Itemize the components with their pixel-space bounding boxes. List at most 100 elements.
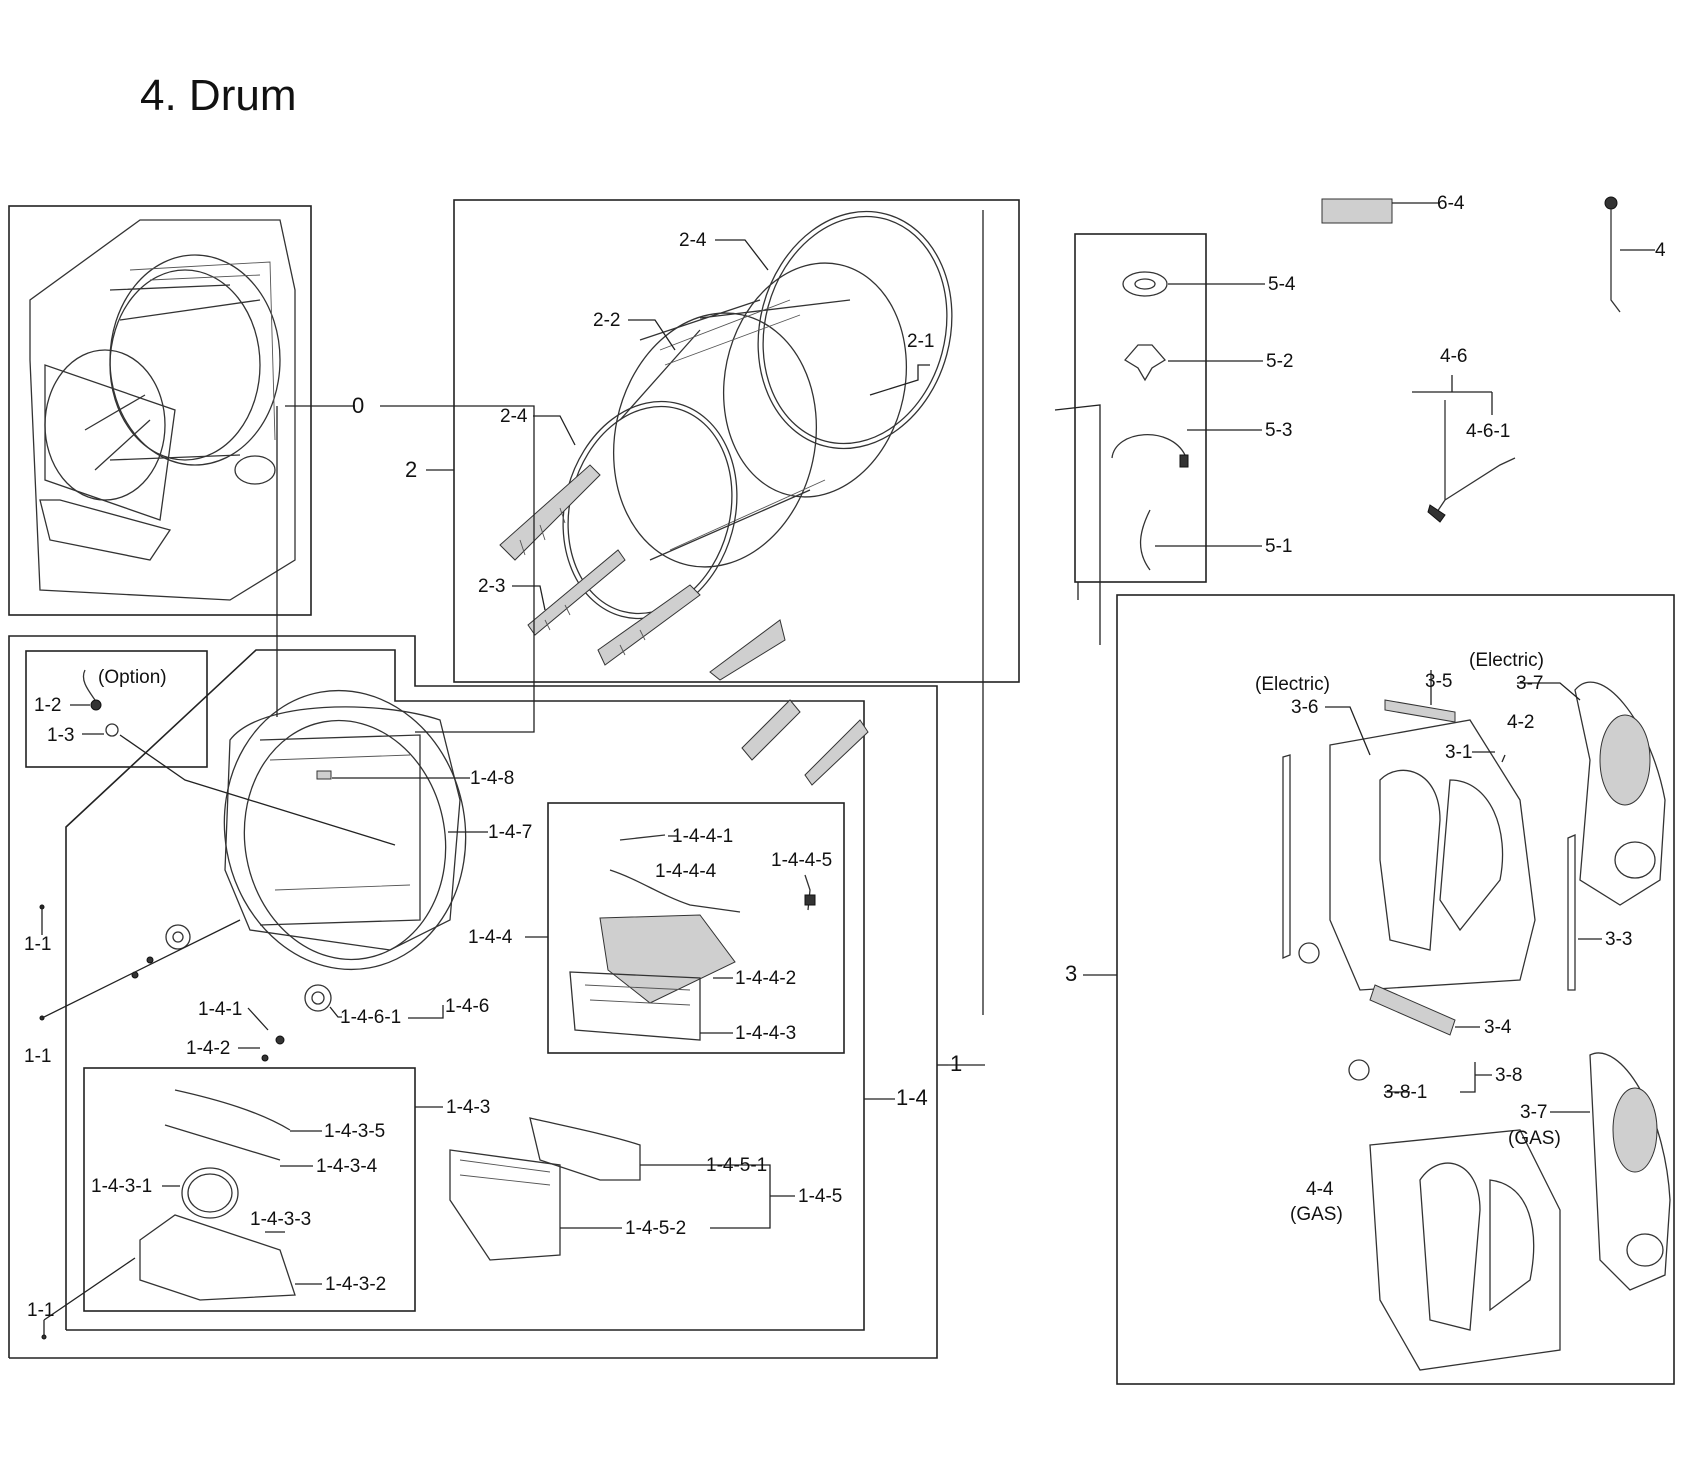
belt-part (1139, 509, 1151, 571)
label-2-4-front: 2-4 (500, 406, 528, 427)
label-1-4-3-2: 1-4-3-2 (325, 1274, 386, 1295)
label-1-1-top: 1-1 (24, 934, 51, 955)
label-1: 1 (950, 1051, 962, 1076)
front-light-part (316, 770, 332, 780)
rear-bulkhead-illustration (1282, 681, 1671, 1371)
option-part (90, 699, 102, 711)
label-1-4-5-2: 1-4-5-2 (625, 1218, 686, 1239)
drum-illustration (499, 210, 953, 681)
drum-group-frame (453, 199, 1020, 683)
label-1-4-4-1: 1-4-4-1 (672, 826, 733, 847)
label-1-4-2: 1-4-2 (186, 1038, 230, 1059)
lint-filter-part (449, 1149, 561, 1261)
label-1-2: 1-2 (34, 695, 61, 716)
label-1-4-4-4: 1-4-4-4 (655, 861, 717, 882)
label-2-2: 2-2 (593, 310, 620, 331)
label-6-4: 6-4 (1437, 193, 1465, 214)
label-2-3: 2-3 (478, 576, 505, 597)
front-roller (304, 984, 332, 1012)
label-4-6: 4-6 (1440, 346, 1467, 367)
label-0: 0 (352, 393, 364, 418)
label-1-4-5-1: 1-4-5-1 (706, 1155, 767, 1176)
label-4-4: 4-4 (1306, 1179, 1334, 1200)
label-5-3: 5-3 (1265, 420, 1292, 441)
drum-lifter (499, 464, 601, 561)
drum-front-opening (612, 312, 818, 568)
front-panel-shell (224, 706, 461, 951)
label-3-4: 3-4 (1484, 1017, 1512, 1038)
lint-duct-cover-part (569, 971, 701, 1041)
part-labels: 0 2 2-4 2-2 2-1 2-4 2-3 6-4 4 5-4 5-2 5-… (24, 193, 1666, 1321)
label-3-7-gas: 3-7 (1520, 1102, 1547, 1123)
lint-duct-illustration (569, 834, 816, 1041)
label-3-8: 3-8 (1495, 1065, 1522, 1086)
assembled-drum-illustration (29, 219, 296, 601)
lint-duct-sensor-frame (547, 802, 845, 1054)
label-electric-left: (Electric) (1255, 674, 1330, 695)
front-bulkhead-1-4-outline (65, 649, 865, 1331)
label-1-4-3-5: 1-4-3-5 (324, 1121, 385, 1142)
label-option: (Option) (98, 667, 167, 688)
label-3-5: 3-5 (1425, 671, 1452, 692)
drum-lifter (527, 549, 626, 636)
label-1-4-3-1: 1-4-3-1 (91, 1176, 152, 1197)
label-3-6: 3-6 (1291, 697, 1318, 718)
sensor-probe-part (1604, 196, 1618, 210)
front-roller (165, 924, 191, 950)
label-1-4-3-3: 1-4-3-3 (250, 1209, 311, 1230)
drum-parts-illustrations (1054, 196, 1621, 645)
lower-duct-part (139, 1214, 296, 1301)
drum-lifter (597, 584, 701, 666)
label-3-1: 3-1 (1445, 742, 1472, 763)
label-5-4: 5-4 (1268, 274, 1296, 295)
front-bulkhead-illustration (39, 669, 869, 1340)
label-1-4-1: 1-4-1 (198, 999, 242, 1020)
ground-strap-part (1369, 984, 1456, 1036)
filter-pad-part (1321, 198, 1393, 224)
heater-duct-part (1282, 754, 1291, 959)
label-1-4-4-2: 1-4-4-2 (735, 968, 796, 989)
label-2-4-rear: 2-4 (679, 230, 707, 251)
label-4-2: 4-2 (1507, 712, 1534, 733)
label-2: 2 (405, 457, 417, 482)
rear-bulkhead-electric (1329, 719, 1536, 991)
label-3-3: 3-3 (1605, 929, 1632, 950)
duct-seal-part (181, 1167, 239, 1219)
label-1-4-3: 1-4-3 (446, 1097, 490, 1118)
label-1-4-7: 1-4-7 (488, 822, 532, 843)
label-4: 4 (1655, 240, 1666, 261)
label-1-4-8: 1-4-8 (470, 768, 514, 789)
frames (8, 199, 1675, 1385)
drum-lifter (709, 619, 786, 681)
label-1-4-6-1: 1-4-6-1 (340, 1007, 401, 1028)
label-gas-heater: (GAS) (1508, 1128, 1561, 1149)
label-3-8-1: 3-8-1 (1383, 1082, 1427, 1103)
label-3: 3 (1065, 961, 1077, 986)
duct-assembly-frame (83, 1067, 416, 1312)
front-door-opening (243, 719, 447, 961)
label-4-6-1: 4-6-1 (1466, 421, 1510, 442)
heater-duct-part (1567, 834, 1576, 991)
label-1-1-bottom: 1-1 (27, 1300, 54, 1321)
heater-bracket-part (1384, 699, 1456, 723)
assembly-overview-frame (8, 205, 312, 616)
label-1-4-4-5: 1-4-4-5 (771, 850, 832, 871)
label-2-1: 2-1 (907, 331, 934, 352)
front-group-1-outline (8, 635, 938, 1359)
label-electric-right: (Electric) (1469, 650, 1544, 671)
label-1-4-4: 1-4-4 (468, 927, 513, 948)
drum-parts-5-frame (1074, 233, 1207, 583)
rear-bulkhead-frame (1116, 594, 1675, 1385)
label-1-3: 1-3 (47, 725, 74, 746)
rear-bulkhead-gas (1369, 1129, 1561, 1371)
callout-lines (41, 202, 1655, 1335)
option-frame (25, 650, 208, 768)
label-1-4: 1-4 (896, 1085, 928, 1110)
label-1-4-3-4: 1-4-3-4 (316, 1156, 378, 1177)
label-1-1-mid: 1-1 (24, 1046, 51, 1067)
label-5-2: 5-2 (1266, 351, 1293, 372)
label-5-1: 5-1 (1265, 536, 1292, 557)
rear-drum-ring (757, 210, 953, 450)
lint-duct-part (599, 914, 736, 1004)
